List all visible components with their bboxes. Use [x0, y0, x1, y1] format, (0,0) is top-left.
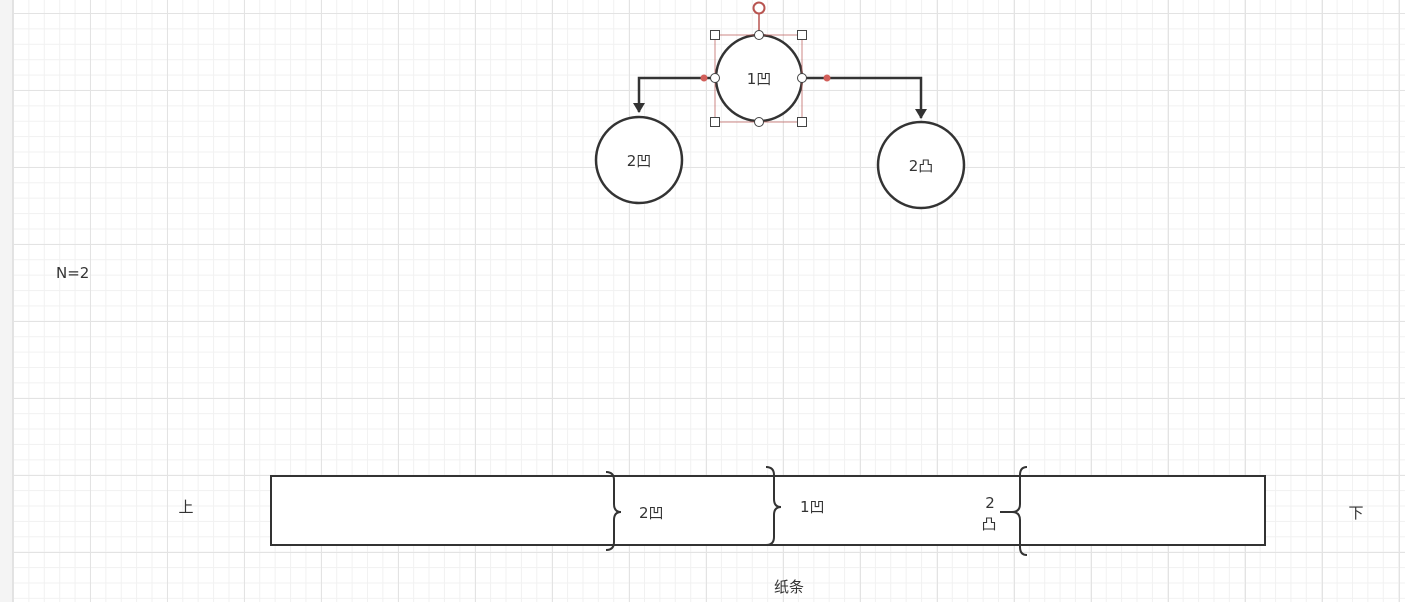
crease-brace-3[interactable] [1000, 466, 1028, 556]
crease-brace-1[interactable] [605, 471, 622, 551]
strip-bottom-label: 下 [1348, 504, 1363, 522]
rotate-handle[interactable] [752, 1, 766, 15]
tree-node-right-child[interactable]: 2凸 [876, 120, 966, 210]
paper-strip[interactable] [270, 475, 1266, 546]
n-value-label: N=2 [56, 264, 89, 282]
tree-node-left-child[interactable]: 2凹 [594, 115, 684, 205]
strip-caption: 纸条 [774, 578, 804, 596]
edge-root-to-right-child[interactable] [803, 76, 927, 119]
tree-node-left-child-label: 2凹 [627, 152, 652, 170]
crease-label-2: 1凹 [800, 498, 825, 516]
crease-label-1: 2凹 [639, 504, 664, 522]
strip-top-label: 上 [178, 498, 193, 516]
edge-waypoint-dots[interactable] [700, 74, 831, 82]
connection-points[interactable] [710, 30, 807, 127]
tree-node-root[interactable]: 1凹 [714, 33, 804, 123]
edge-root-to-left-child[interactable] [633, 76, 716, 113]
canvas-left-gutter [0, 0, 13, 602]
tree-node-right-child-label: 2凸 [909, 157, 934, 175]
resize-handles[interactable] [710, 30, 807, 127]
crease-label-3-line-2: 凸 [981, 515, 996, 533]
crease-brace-2[interactable] [765, 466, 782, 546]
crease-label-3-line-1: 2 [985, 494, 995, 512]
tree-node-root-label: 1凹 [747, 70, 772, 88]
